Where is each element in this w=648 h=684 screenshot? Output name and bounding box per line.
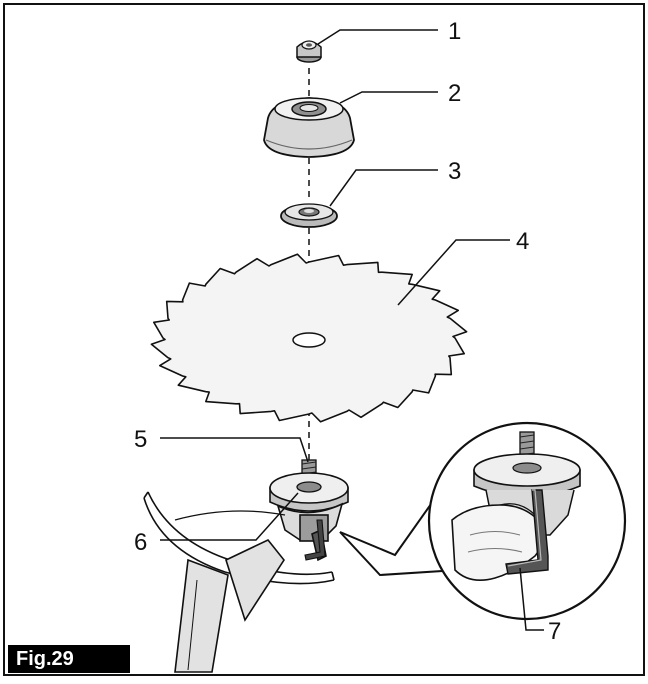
- callout-7: 7: [548, 618, 562, 645]
- callout-5: 5: [134, 426, 148, 453]
- callout-1: 1: [448, 18, 462, 45]
- washer-icon: [280, 203, 338, 228]
- leader-lines: [160, 29, 544, 631]
- callout-2: 2: [448, 80, 462, 107]
- detail-inset-icon: [427, 421, 627, 621]
- nut-icon: [296, 40, 322, 63]
- shaft-tube-icon: [174, 539, 285, 673]
- figure-label: Fig.29: [8, 645, 130, 673]
- hex-wrench-main-icon: [304, 519, 326, 561]
- callout-6: 6: [134, 529, 148, 556]
- figure-frame: [3, 3, 645, 676]
- gear-housing-icon: [276, 502, 344, 562]
- clamp-cover-icon: [263, 97, 355, 158]
- saw-blade-icon: [150, 253, 468, 423]
- callout-4: 4: [516, 228, 530, 255]
- hex-wrench-icon: [505, 489, 549, 575]
- callout-3: 3: [448, 158, 462, 185]
- receive-plate-icon: [269, 472, 349, 512]
